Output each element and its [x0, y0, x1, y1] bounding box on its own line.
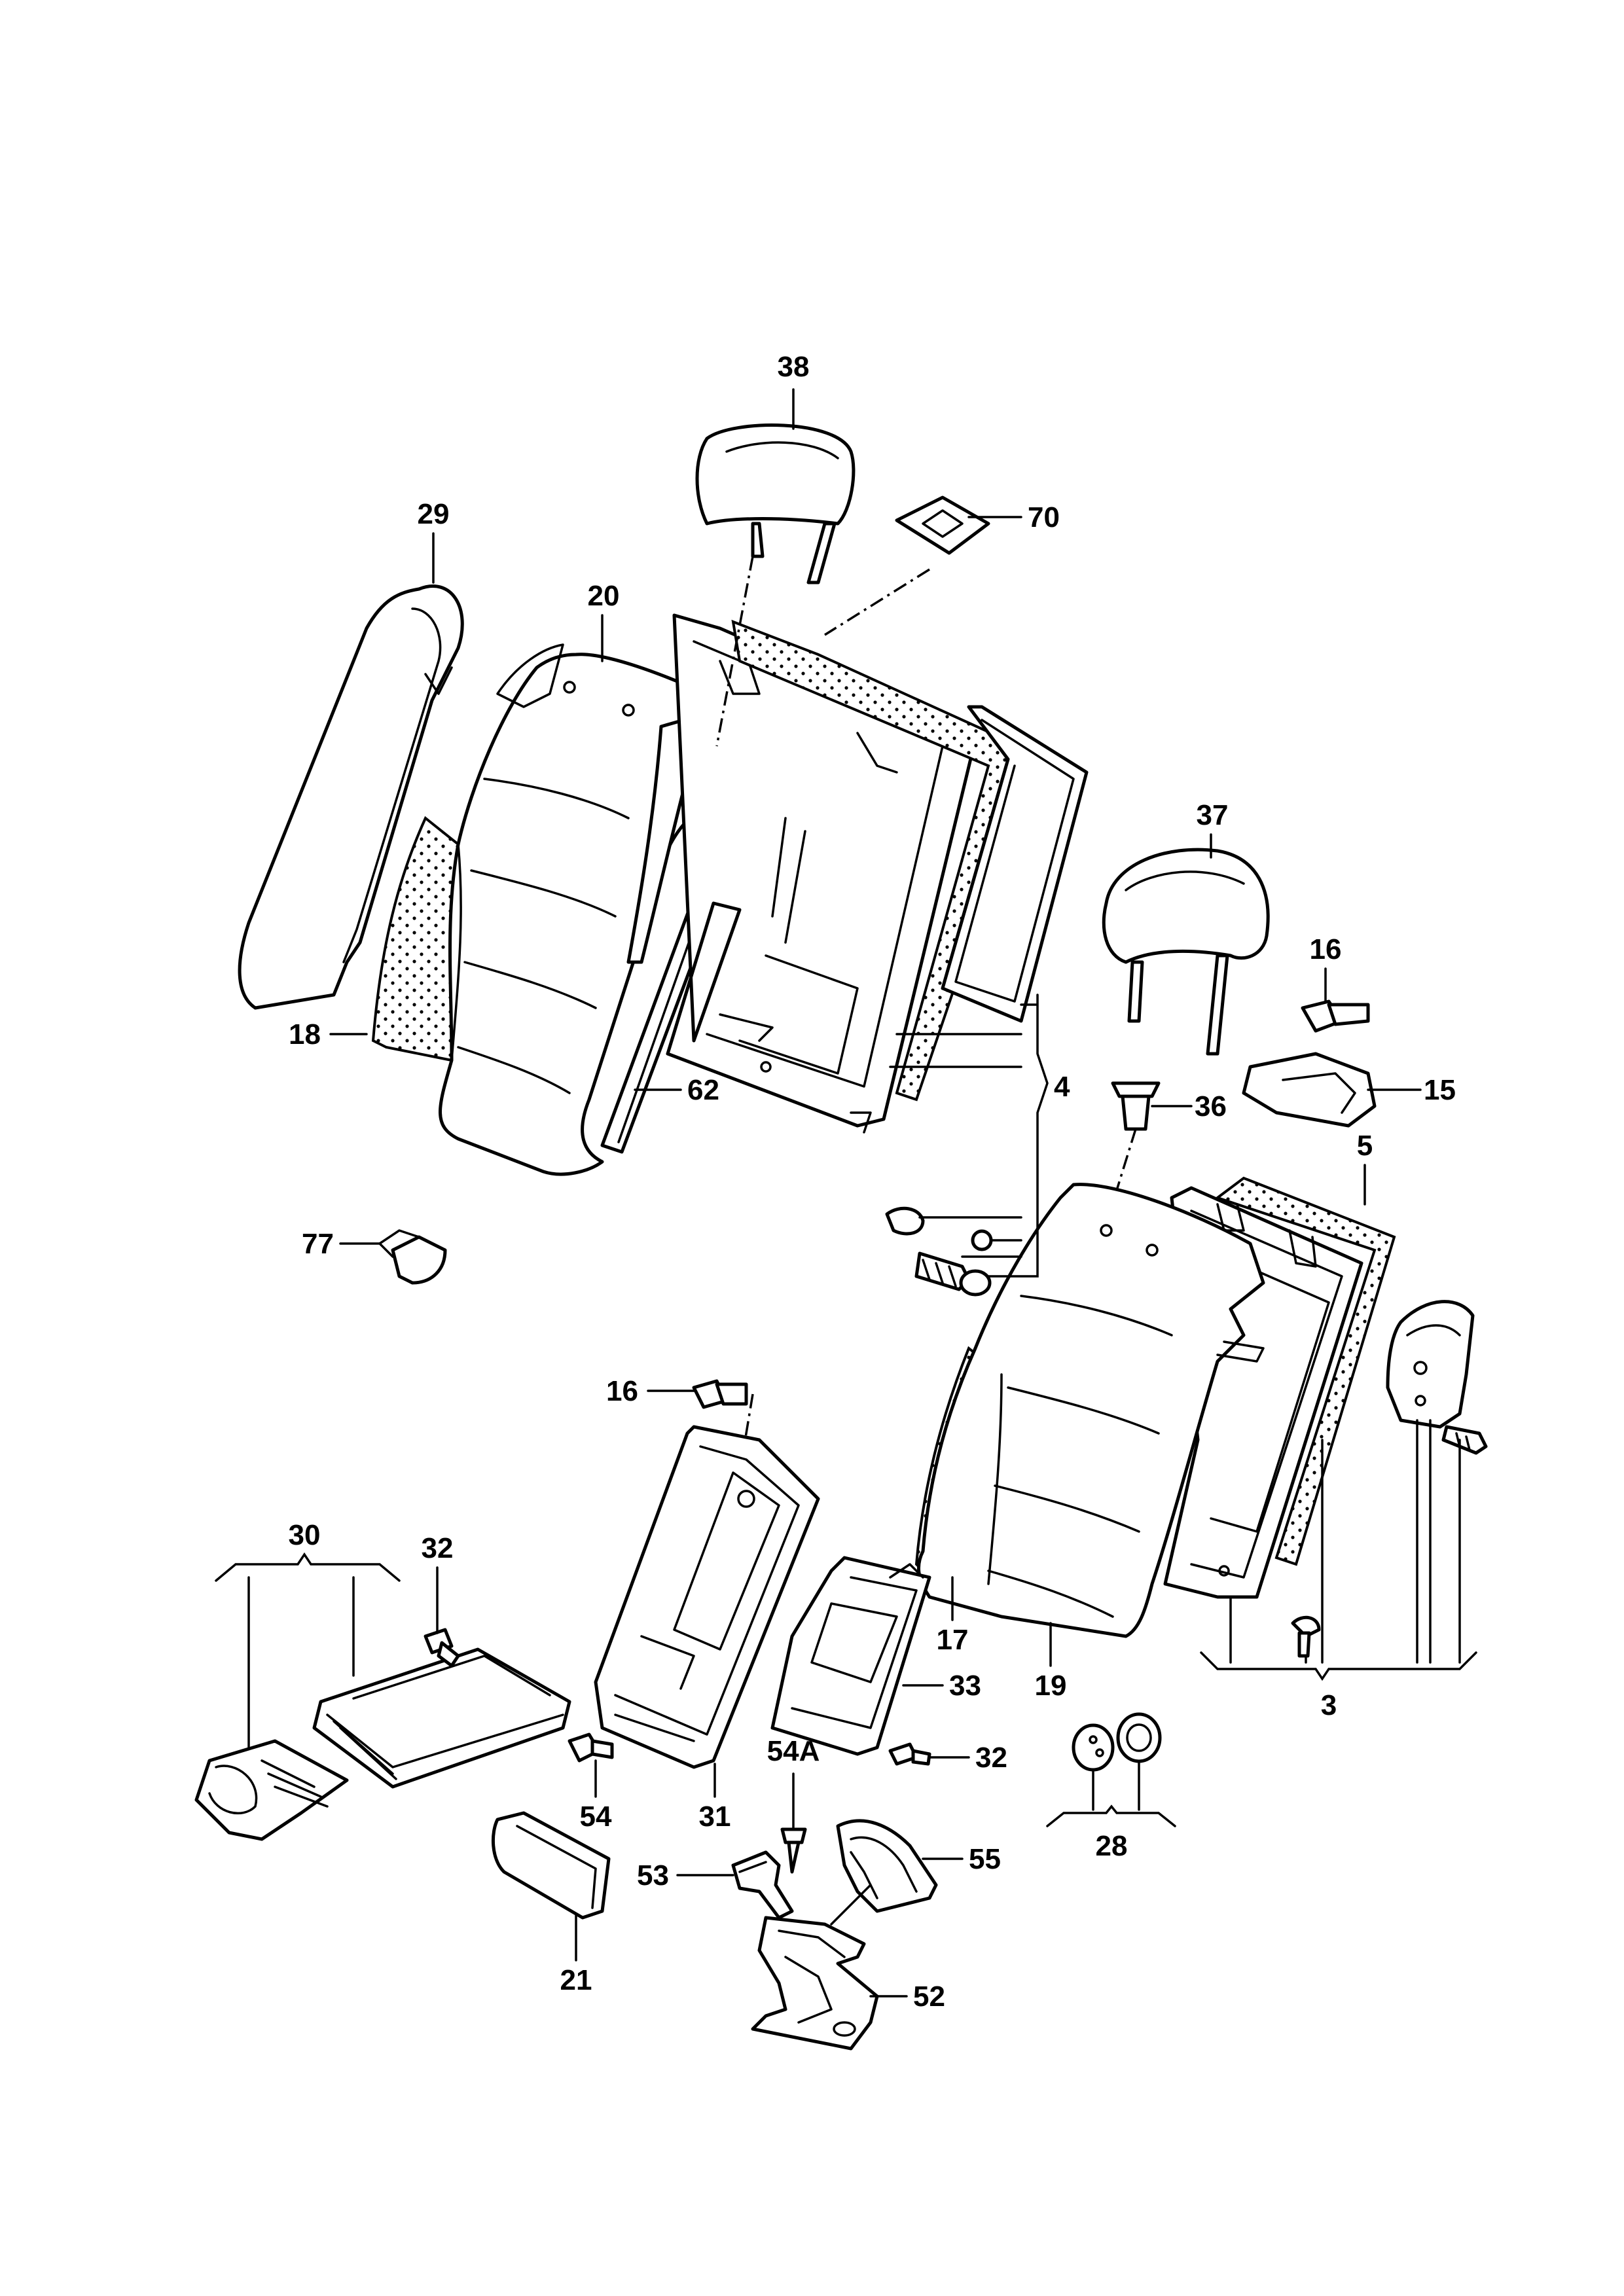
- part-31-armrest-housing: [594, 1425, 820, 1769]
- callout-32-left: 32: [422, 1532, 454, 1564]
- callout-29: 29: [418, 498, 450, 530]
- part-15-cover: [1242, 1052, 1377, 1128]
- callout-54A: 54A: [767, 1735, 820, 1767]
- part-3-pin: [1291, 1615, 1321, 1658]
- part-52-bracket: [751, 1916, 879, 2051]
- part-4-foam-pad-left: [731, 619, 1036, 1102]
- callout-20: 20: [588, 580, 620, 612]
- part-4-back-panel-left: [941, 705, 1089, 1023]
- callout-5: 5: [1357, 1130, 1373, 1162]
- callout-16-upper: 16: [1310, 933, 1342, 965]
- part-38-headrest-left: [695, 423, 856, 747]
- callout-55: 55: [969, 1843, 1001, 1875]
- part-29-side-bolster: [238, 584, 464, 1010]
- part-32-screw-left: [424, 1628, 460, 1668]
- callout-33: 33: [949, 1670, 981, 1702]
- leader-lines: [215, 388, 1477, 1998]
- callout-28: 28: [1096, 1830, 1128, 1862]
- callout-62: 62: [687, 1074, 719, 1106]
- part-16-bolt-upper: [1301, 999, 1370, 1033]
- callout-54: 54: [580, 1801, 612, 1833]
- part-21-trim: [491, 1811, 611, 1920]
- callout-15: 15: [1424, 1074, 1456, 1106]
- callout-17: 17: [937, 1624, 969, 1656]
- callout-16-lower: 16: [606, 1375, 638, 1407]
- callout-21: 21: [560, 1964, 592, 1996]
- callout-19: 19: [1035, 1670, 1067, 1702]
- callout-77: 77: [302, 1228, 334, 1260]
- part-33-bracket: [770, 1556, 931, 1756]
- part-54-bolt: [568, 1732, 614, 1763]
- part-53-clip: [731, 1850, 794, 1920]
- part-77-clip: [378, 1229, 447, 1285]
- callout-30: 30: [289, 1519, 321, 1551]
- part-4-fasteners: [885, 1206, 993, 1297]
- part-55-cover: [836, 1819, 938, 1913]
- part-19-backrest-cover-right: [916, 1183, 1265, 1638]
- part-37-headrest-right: [1102, 848, 1270, 1056]
- callout-36: 36: [1195, 1090, 1227, 1122]
- callout-31: 31: [699, 1801, 731, 1833]
- part-70-clip: [824, 495, 990, 636]
- callout-3: 3: [1321, 1689, 1337, 1721]
- callout-52: 52: [913, 1981, 945, 2013]
- callout-37: 37: [1197, 799, 1229, 831]
- callout-32-right: 32: [975, 1742, 1007, 1774]
- part-5-foam-pad-right: [1214, 1176, 1396, 1566]
- part-32-screw-right: [888, 1742, 931, 1766]
- part-54A-screw: [780, 1827, 807, 1874]
- part-16-bolt-lower: [692, 1379, 754, 1513]
- callout-4: 4: [1054, 1071, 1070, 1103]
- part-3-side-bracket: [1386, 1300, 1488, 1455]
- part-30-armrest-box: [312, 1647, 571, 1789]
- callout-18: 18: [289, 1018, 321, 1050]
- callout-70: 70: [1028, 501, 1060, 533]
- callout-labels: 38 70 29 20 37 16 18 62 4 36 15 77 5 16 …: [289, 351, 1456, 2013]
- part-28-caps: [1072, 1712, 1162, 1772]
- callout-38: 38: [778, 351, 810, 383]
- callout-53: 53: [637, 1859, 669, 1892]
- part-30-cup-holder: [194, 1739, 349, 1841]
